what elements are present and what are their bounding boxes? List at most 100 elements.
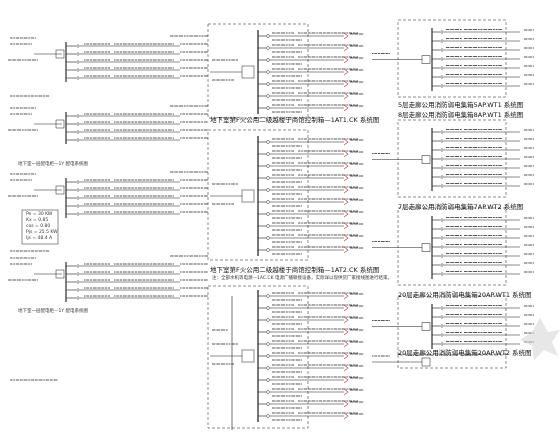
panel-1ac-breaker-contact: [266, 414, 270, 418]
panel-1at2-breaker-contact: [266, 140, 270, 144]
panel-title-5ap-wt1: 5层走廊公用消防弱电集箱5AP.WT1 系统图: [398, 101, 524, 109]
panel-20ap-wt1-breaker-contact: [440, 315, 444, 319]
watermark-logo: [520, 318, 560, 360]
panel-7ap-wt2-enclosure: [397, 207, 507, 286]
board-4-breaker-contact: [76, 288, 80, 292]
panel-8ap-wt1-breaker-contact: [440, 175, 444, 179]
left-caption-2: 地下室一层配电柜—1Y 配电系统图: [18, 309, 89, 314]
panel-1ac-terminal-arrow: [343, 400, 349, 408]
panel-7ap-wt2-breaker-contact: [440, 254, 444, 258]
panel-8ap-wt1-main-breaker: [421, 155, 431, 164]
panel-1ac-terminal-arrow: [343, 364, 349, 372]
panel-20ap-wt1-main-breaker: [421, 322, 431, 331]
panel-title-1at2: 地下室第F火公用二级越楼于商馆控制箱—1AT2.CK 系统图: [210, 266, 380, 274]
panel-8ap-wt1-breaker-contact: [440, 184, 444, 188]
board-2-breaker-contact: [76, 130, 80, 134]
left-caption-1: 地下室一层配电柜—1Y 配电系统图: [18, 162, 89, 167]
panel-1at1-breaker-contact: [266, 94, 270, 98]
panel-1at2-enclosure: [207, 129, 309, 261]
panel-1at1-ats-switch: [241, 65, 255, 79]
panel-1ac-terminal-arrow: [343, 328, 349, 336]
board-3-breaker-contact: [76, 180, 80, 184]
panel-1at2-ats-switch: [241, 189, 255, 203]
panel-1at2-breaker-contact: [266, 248, 270, 252]
panel-1at1-terminal-arrow: [343, 92, 349, 100]
panel-1at2-breaker-contact: [266, 176, 270, 180]
board-2-breaker-contact: [76, 122, 80, 126]
panel-5ap-wt1-breaker-contact: [440, 57, 444, 61]
panel-1ac-terminal-arrow: [343, 376, 349, 384]
panel-5ap-wt1-breaker-contact: [440, 75, 444, 79]
board-3-breaker-contact: [76, 212, 80, 216]
panel-1at2-terminal-arrow: [343, 186, 349, 194]
board-3-breaker-contact: [76, 196, 80, 200]
board-1-breaker-contact: [76, 44, 80, 48]
panel-1at2-breaker-contact: [266, 236, 270, 240]
panel-20ap-wt1-breaker-contact: [440, 324, 444, 328]
panel-1at2-terminal-arrow: [343, 138, 349, 146]
board-4-breaker-contact: [76, 280, 80, 284]
panel-7ap-wt2-breaker-contact: [440, 218, 444, 222]
board-1-breaker-contact: [76, 60, 80, 64]
panel-7ap-wt2-breaker-contact: [440, 227, 444, 231]
panel-1ac-terminal-arrow: [343, 304, 349, 312]
panel-1ac-breaker-contact: [266, 402, 270, 406]
board-2-main-breaker: [55, 119, 65, 129]
panel-title-20ap-wt2: 20层走廊公用消防弱电集箱20AP.WT2 系统图: [398, 349, 532, 357]
board-1-main-breaker: [55, 49, 65, 59]
panel-1ac-terminal-arrow: [343, 292, 349, 300]
panel-1at1-breaker-contact: [266, 82, 270, 86]
board-3-main-breaker: [55, 185, 65, 195]
panel-1ac-terminal-arrow: [343, 412, 349, 420]
panel-1ac-breaker-contact: [266, 306, 270, 310]
panel-8ap-wt1-breaker-contact: [440, 148, 444, 152]
panel-20ap-wt2-main-breaker: [421, 357, 431, 367]
board-2-breaker-contact: [76, 114, 80, 118]
panel-7ap-wt2-breaker-contact: [440, 236, 444, 240]
panel-7ap-wt2-breaker-contact: [440, 263, 444, 267]
panel-20ap-wt1-enclosure: [397, 295, 507, 356]
panel-1ac-breaker-contact: [266, 366, 270, 370]
panel-8ap-wt1-breaker-contact: [440, 157, 444, 161]
panel-note-1ac: 注：全部水机等电源—1AC.CK 电源广播联接设备，实际详以现供货厂家接线图进行…: [212, 276, 392, 281]
param-cos: cos = 0.80: [26, 224, 51, 229]
panel-20ap-wt1-breaker-contact: [440, 333, 444, 337]
param-kx: Kx = 0.85: [26, 218, 49, 223]
panel-1at1-terminal-arrow: [343, 104, 349, 112]
panel-title-8ap-wt1: 8层走廊公用消防弱电集箱8AP.WT1 系统图: [398, 111, 524, 119]
panel-1ac-breaker-contact: [266, 354, 270, 358]
panel-1at1-terminal-arrow: [343, 44, 349, 52]
board-4-breaker-contact: [76, 264, 80, 268]
panel-1at2-terminal-arrow: [343, 234, 349, 242]
panel-5ap-wt1-breaker-contact: [440, 30, 444, 34]
panel-title-1at1: 地下室第F火公用二级越楼于商馆控制箱—1AT1.CK 系统图: [210, 116, 380, 124]
panel-1at2-terminal-arrow: [343, 198, 349, 206]
panel-title-20ap-wt1: 20层走廊公用消防弱电集箱20AP.WT1 系统图: [398, 291, 532, 299]
board-4-main-breaker: [55, 269, 65, 279]
panel-7ap-wt2-main-breaker: [421, 243, 431, 252]
panel-1ac-ats-switch: [241, 349, 255, 363]
board-3-breaker-contact: [76, 204, 80, 208]
panel-1ac-breaker-contact: [266, 294, 270, 298]
panel-1ac-terminal-arrow: [343, 316, 349, 324]
panel-5ap-wt1-breaker-contact: [440, 48, 444, 52]
panel-1at1-breaker-contact: [266, 106, 270, 110]
param-pjs: Pjs = 25.5 KW: [26, 230, 58, 235]
panel-1at2-terminal-arrow: [343, 174, 349, 182]
panel-1at2-terminal-arrow: [343, 162, 349, 170]
panel-1at1-breaker-contact: [266, 70, 270, 74]
panel-1ac-terminal-arrow: [343, 352, 349, 360]
load-parameter-box: [21, 209, 59, 245]
panel-1at1-enclosure: [207, 23, 309, 119]
panel-1at2-terminal-arrow: [343, 246, 349, 254]
panel-7ap-wt2-breaker-contact: [440, 245, 444, 249]
panel-1ac-breaker-contact: [266, 342, 270, 346]
panel-1at2-breaker-contact: [266, 152, 270, 156]
panel-1ac-breaker-contact: [266, 390, 270, 394]
panel-1at2-terminal-arrow: [343, 222, 349, 230]
panel-1ac-breaker-contact: [266, 378, 270, 382]
panel-1at2-breaker-contact: [266, 212, 270, 216]
panel-1at2-breaker-contact: [266, 164, 270, 168]
